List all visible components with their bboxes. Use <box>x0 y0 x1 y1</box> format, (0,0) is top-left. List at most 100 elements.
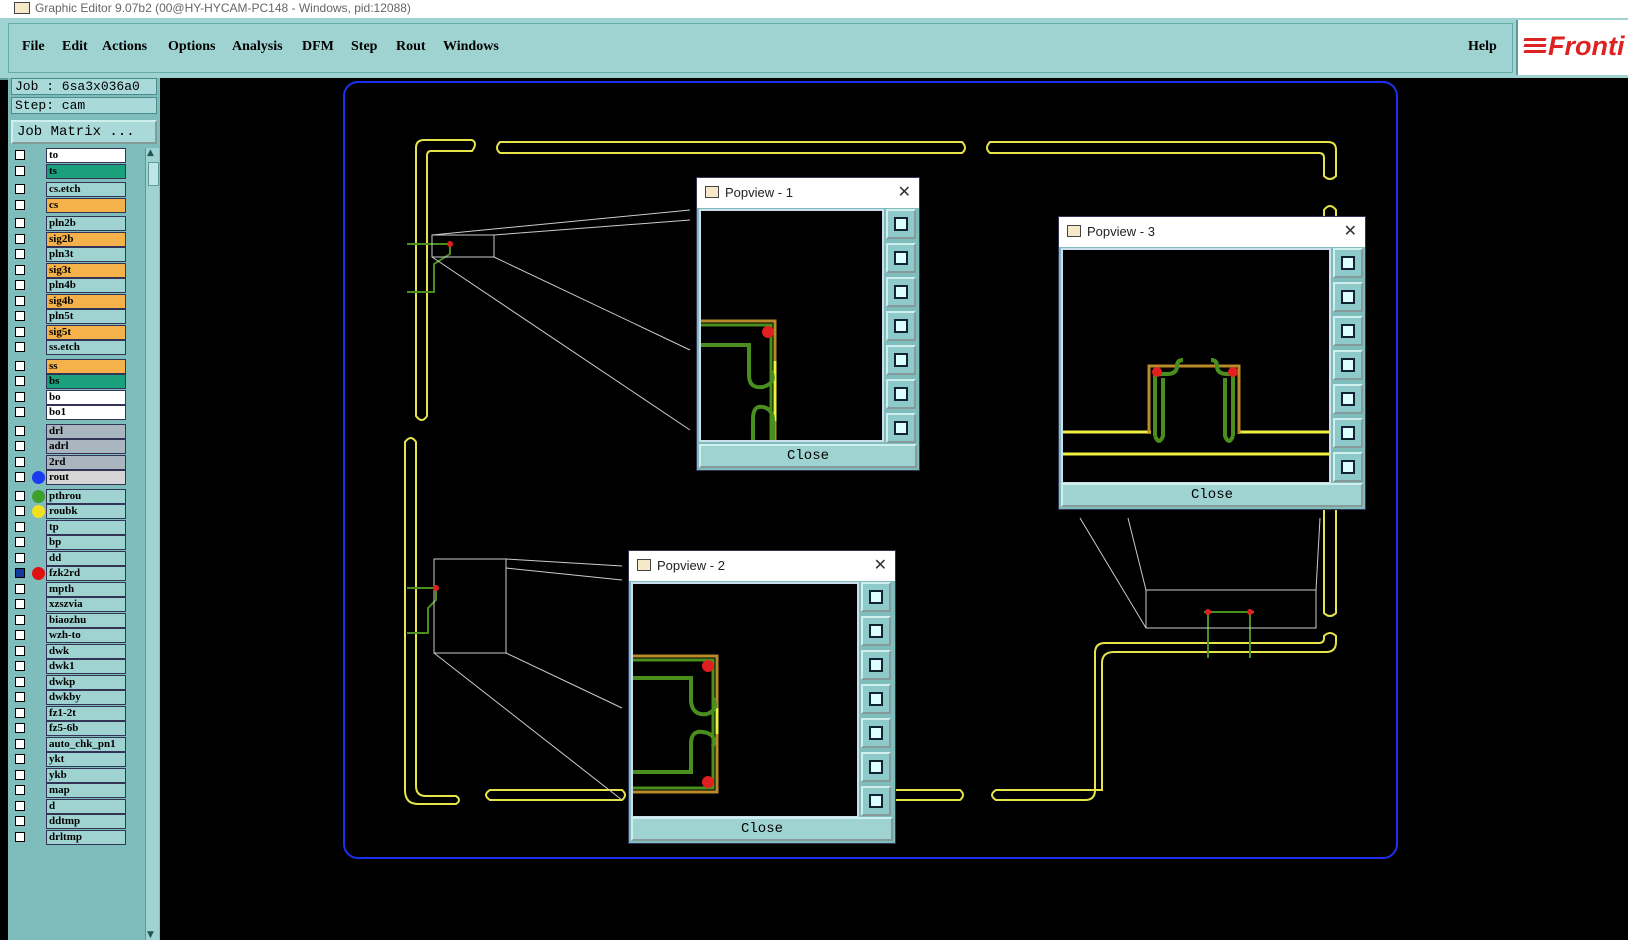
layer-checkbox[interactable] <box>15 692 25 702</box>
layer-checkbox[interactable] <box>15 831 25 842</box>
layer-row[interactable]: adrl <box>11 439 141 454</box>
layer-checkbox[interactable] <box>15 456 25 467</box>
layer-checkbox[interactable] <box>15 568 25 578</box>
layer-row[interactable]: xzszvia <box>11 597 141 612</box>
layer-name[interactable]: pthrou <box>46 488 126 504</box>
layer-name[interactable]: biaozhu <box>46 612 126 628</box>
layer-checkbox[interactable] <box>15 676 25 687</box>
layer-name[interactable]: to <box>46 148 126 163</box>
close-icon[interactable]: ✕ <box>1343 221 1357 240</box>
layer-name[interactable]: 2rd <box>46 454 126 470</box>
pan-right-button[interactable] <box>1333 384 1363 414</box>
layer-checkbox[interactable] <box>15 376 25 386</box>
layer-row[interactable]: fzk2rd <box>11 566 141 581</box>
layer-row[interactable]: fz5-6b <box>11 721 141 736</box>
menu-help[interactable]: Help <box>1468 39 1497 54</box>
layer-name[interactable]: drl <box>46 423 126 439</box>
layer-row[interactable]: dd <box>11 550 141 566</box>
layer-name[interactable]: sig4b <box>46 293 126 309</box>
pan-up-button[interactable] <box>1333 282 1363 312</box>
layer-checkbox[interactable] <box>15 738 25 749</box>
zoom-in-button[interactable] <box>886 379 916 409</box>
layer-name[interactable]: bp <box>46 535 126 550</box>
menu-analysis[interactable]: Analysis <box>232 39 283 54</box>
layer-checkbox[interactable] <box>15 754 25 764</box>
pan-down-button[interactable] <box>1333 316 1363 346</box>
layer-row[interactable]: sig4b <box>11 293 141 309</box>
layer-name[interactable]: pln3t <box>46 247 126 262</box>
layer-name[interactable]: sig5t <box>46 324 126 340</box>
layer-name[interactable]: dwk1 <box>46 659 126 674</box>
layer-checkbox[interactable] <box>15 661 25 671</box>
pan-left-button[interactable] <box>861 684 891 714</box>
layer-row[interactable]: sig2b <box>11 231 141 247</box>
layer-row[interactable]: dwkby <box>11 690 141 705</box>
layer-row[interactable]: cs.etch <box>11 182 141 197</box>
layer-name[interactable]: adrl <box>46 439 126 454</box>
layer-checkbox[interactable] <box>15 199 25 210</box>
layer-row[interactable]: roubk <box>11 504 141 519</box>
close-icon[interactable]: ✕ <box>873 555 887 574</box>
layer-checkbox[interactable] <box>15 425 25 436</box>
zoom-in-button[interactable] <box>1333 418 1363 448</box>
menu-rout[interactable]: Rout <box>396 39 426 54</box>
layer-name[interactable]: mpth <box>46 581 126 597</box>
layer-checkbox[interactable] <box>15 280 25 290</box>
layer-checkbox[interactable] <box>15 785 25 795</box>
layer-name[interactable]: pln5t <box>46 309 126 324</box>
layer-scrollbar[interactable]: ▲ ▼ <box>145 148 159 940</box>
layer-checkbox[interactable] <box>15 249 25 259</box>
layer-name[interactable]: ddtmp <box>46 814 126 829</box>
popview-1-view[interactable] <box>699 209 884 442</box>
layer-row[interactable]: to <box>11 148 141 163</box>
layer-row[interactable]: bo <box>11 389 141 405</box>
popview-2-view[interactable] <box>631 582 859 818</box>
layer-name[interactable]: sig2b <box>46 231 126 247</box>
layer-name[interactable]: ykb <box>46 767 126 783</box>
layer-checkbox[interactable] <box>15 391 25 402</box>
layer-name[interactable]: dwk <box>46 643 126 659</box>
menu-actions[interactable]: Actions <box>102 39 148 54</box>
layer-name[interactable]: drltmp <box>46 829 126 845</box>
layer-name[interactable]: dwkby <box>46 690 126 705</box>
layer-name[interactable]: pln2b <box>46 216 126 231</box>
menu-step[interactable]: Step <box>351 39 378 54</box>
layer-checkbox[interactable] <box>15 521 25 532</box>
layer-checkbox[interactable] <box>15 472 25 482</box>
layer-checkbox[interactable] <box>15 233 25 244</box>
layer-checkbox[interactable] <box>15 552 25 563</box>
layer-checkbox[interactable] <box>15 311 25 321</box>
layer-checkbox[interactable] <box>15 800 25 811</box>
layer-row[interactable]: bo1 <box>11 405 141 420</box>
layer-row[interactable]: ykb <box>11 767 141 783</box>
layer-name[interactable]: ss <box>46 358 126 374</box>
scroll-thumb[interactable] <box>148 162 159 186</box>
layer-row[interactable]: auto_chk_pn1 <box>11 736 141 752</box>
pan-up-button[interactable] <box>886 243 916 273</box>
layer-name[interactable]: bo1 <box>46 405 126 420</box>
menu-dfm[interactable]: DFM <box>302 39 334 54</box>
zoom-out-button[interactable] <box>886 413 916 443</box>
popview-3-view[interactable] <box>1061 248 1331 484</box>
layer-checkbox[interactable] <box>15 407 25 417</box>
layer-checkbox[interactable] <box>15 707 25 718</box>
layer-name[interactable]: bo <box>46 389 126 405</box>
popview-2-close-button[interactable]: Close <box>631 817 893 841</box>
layer-row[interactable]: ss.etch <box>11 340 141 355</box>
layer-row[interactable]: dwk1 <box>11 659 141 674</box>
layer-checkbox[interactable] <box>15 360 25 371</box>
layer-row[interactable]: cs <box>11 197 141 213</box>
layer-checkbox[interactable] <box>15 490 25 501</box>
layer-checkbox[interactable] <box>15 723 25 733</box>
zoom-home-button[interactable] <box>1333 248 1363 278</box>
pan-left-button[interactable] <box>886 311 916 341</box>
layer-row[interactable]: sig3t <box>11 262 141 278</box>
layer-row[interactable]: ts <box>11 163 141 179</box>
layer-name[interactable]: pln4b <box>46 278 126 293</box>
layer-row[interactable]: biaozhu <box>11 612 141 628</box>
layer-name[interactable]: fzk2rd <box>46 566 126 581</box>
layer-checkbox[interactable] <box>15 645 25 656</box>
layer-row[interactable]: drltmp <box>11 829 141 845</box>
layer-checkbox[interactable] <box>15 441 25 451</box>
layer-row[interactable]: 2rd <box>11 454 141 470</box>
